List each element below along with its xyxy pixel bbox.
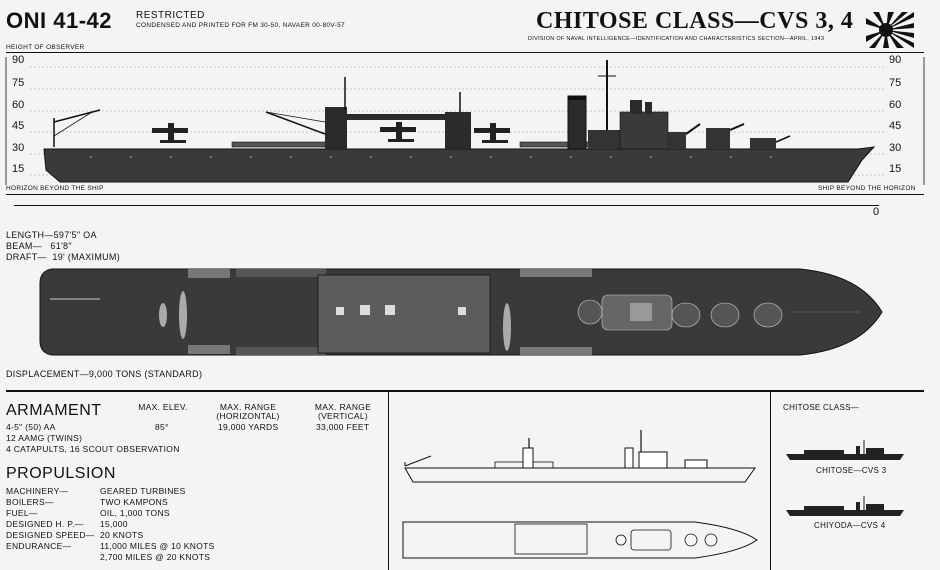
column-divider-left bbox=[388, 392, 389, 570]
gun-1: 4-5" (50) AA bbox=[6, 422, 56, 432]
prop-value-4: 20 KNOTS bbox=[100, 530, 144, 540]
prop-label-1: BOILERS— bbox=[6, 497, 54, 507]
sisters-heading: CHITOSE CLASS— bbox=[783, 403, 860, 412]
rising-sun-flag-icon bbox=[866, 12, 914, 48]
section-divider bbox=[6, 390, 924, 392]
prop-label-5: ENDURANCE— bbox=[6, 541, 72, 551]
scale-left-90: 90 bbox=[12, 54, 25, 66]
prop-value-6: 2,700 MILES @ 20 KNOTS bbox=[100, 552, 211, 562]
ship-plan-view bbox=[39, 268, 883, 356]
prop-label-4: DESIGNED SPEED— bbox=[6, 530, 95, 540]
gun-2: 12 AAMG (TWINS) bbox=[6, 433, 83, 443]
scale-right-75: 75 bbox=[889, 77, 902, 89]
range-zero: 0 bbox=[873, 206, 880, 218]
chiyoda-silhouette bbox=[786, 496, 904, 516]
gun-3: 4 CATAPULTS, 16 SCOUT OBSERVATION bbox=[6, 444, 180, 454]
length-spec: LENGTH—597'5" OA bbox=[6, 230, 97, 240]
sheet-id: ONI 41-42 bbox=[6, 8, 112, 33]
chitose-label: CHITOSE—CVS 3 bbox=[816, 466, 887, 475]
outline-views bbox=[402, 430, 758, 559]
scale-right-30: 30 bbox=[889, 142, 902, 154]
scale-right-45: 45 bbox=[889, 120, 902, 132]
prop-value-0: GEARED TURBINES bbox=[100, 486, 186, 496]
height-of-observer-label: HEIGHT OF OBSERVER bbox=[6, 44, 85, 51]
propulsion-heading: PROPULSION bbox=[6, 465, 116, 482]
col-max-range-v-sub: (VERTICAL) bbox=[317, 411, 369, 421]
range-rule bbox=[14, 205, 879, 206]
scale-left-15: 15 bbox=[12, 163, 25, 175]
col-max-range-v: MAX. RANGE bbox=[314, 402, 372, 412]
col-max-range-h: MAX. RANGE bbox=[219, 402, 277, 412]
scale-right-90: 90 bbox=[889, 54, 902, 66]
horizon-rule bbox=[6, 194, 924, 195]
scale-left-45: 45 bbox=[12, 120, 25, 132]
prop-value-3: 15,000 bbox=[100, 519, 128, 529]
chitose-silhouette bbox=[786, 440, 904, 460]
scale-left-75: 75 bbox=[12, 77, 25, 89]
scale-left-30: 30 bbox=[12, 142, 25, 154]
ship-side-profile bbox=[5, 57, 925, 185]
draft-spec: DRAFT— 19' (MAXIMUM) bbox=[6, 252, 121, 262]
scale-top-rule bbox=[6, 52, 924, 53]
column-divider-right bbox=[770, 392, 771, 570]
scale-right-15: 15 bbox=[889, 163, 902, 175]
beam-spec: BEAM— 61'8" bbox=[6, 241, 72, 251]
gun-1-hrange: 19,000 YARDS bbox=[218, 422, 279, 432]
prop-value-5: 11,000 MILES @ 10 KNOTS bbox=[100, 541, 215, 551]
armament-heading: ARMAMENT bbox=[6, 402, 102, 419]
gun-1-vrange: 33,000 FEET bbox=[316, 422, 370, 432]
displacement-spec: DISPLACEMENT—9,000 TONS (STANDARD) bbox=[6, 369, 203, 379]
col-max-range-h-sub: (HORIZONTAL) bbox=[216, 411, 280, 421]
class-title: CHITOSE CLASS—CVS 3, 4 bbox=[536, 8, 854, 34]
prop-value-2: OIL, 1,000 TONS bbox=[100, 508, 170, 518]
col-max-elev: MAX. ELEV. bbox=[138, 402, 188, 412]
scale-right-60: 60 bbox=[889, 99, 902, 111]
restricted-label: RESTRICTED bbox=[136, 10, 205, 21]
division-note: DIVISION OF NAVAL INTELLIGENCE—IDENTIFIC… bbox=[528, 36, 825, 42]
prop-label-2: FUEL— bbox=[6, 508, 38, 518]
prop-value-1: TWO KAMPONS bbox=[100, 497, 168, 507]
ship-beyond-label: SHIP BEYOND THE HORIZON bbox=[818, 185, 916, 192]
scale-left-60: 60 bbox=[12, 99, 25, 111]
prop-label-3: DESIGNED H. P.— bbox=[6, 519, 84, 529]
horizon-beyond-label: HORIZON BEYOND THE SHIP bbox=[6, 185, 104, 192]
prop-label-0: MACHINERY— bbox=[6, 486, 69, 496]
condensed-note: CONDENSED AND PRINTED FOR FM 30-50, NAVA… bbox=[136, 22, 345, 29]
gun-1-elev: 85° bbox=[155, 422, 169, 432]
chiyoda-label: CHIYODA—CVS 4 bbox=[814, 521, 886, 530]
